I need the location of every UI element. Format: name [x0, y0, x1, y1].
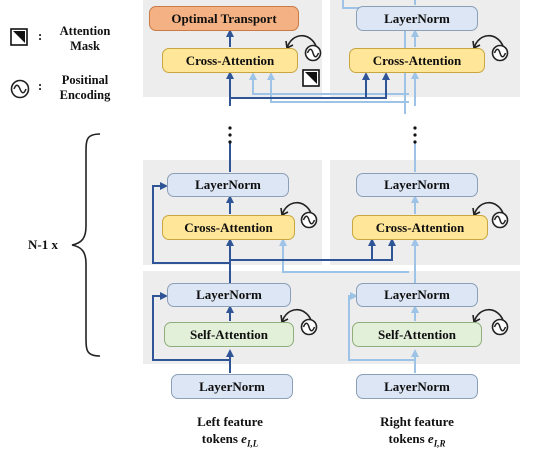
right-input-subscript: I,R: [433, 438, 446, 449]
left-input-layernorm: LayerNorm: [171, 374, 293, 399]
optimal-transport-block: Optimal Transport: [149, 6, 299, 31]
left-input-label: Left feature tokens eI,L: [160, 413, 300, 453]
legend-encoding-colon: :: [38, 79, 43, 93]
legend-attention-mask-icon: [10, 28, 28, 46]
right-self-layernorm: LayerNorm: [356, 283, 478, 307]
left-self-layernorm: LayerNorm: [167, 283, 291, 307]
right-input-label: Right feature tokens eI,R: [347, 413, 487, 453]
legend-positional-encoding-icon: [10, 79, 30, 99]
right-input-symbol: e: [427, 431, 434, 446]
right-self-attention: Self-Attention: [352, 322, 482, 347]
left-top-cross-attention: Cross-Attention: [162, 48, 298, 73]
right-input-layernorm: LayerNorm: [356, 374, 478, 399]
positional-encoding-icon: [304, 44, 322, 62]
positional-encoding-icon: [491, 44, 509, 62]
legend-mask-colon: :: [38, 29, 43, 43]
positional-encoding-icon: [300, 211, 318, 229]
right-mid-layernorm: LayerNorm: [356, 173, 478, 197]
repeat-label: N-1 x: [28, 237, 58, 252]
positional-encoding-icon: [300, 318, 318, 336]
left-input-line1: Left feature: [197, 414, 263, 429]
right-top-layernorm: LayerNorm: [356, 6, 478, 31]
legend-attention-mask-label: Attention Mask: [59, 24, 111, 53]
left-mid-layernorm: LayerNorm: [167, 173, 289, 197]
right-mid-cross-attention: Cross-Attention: [352, 215, 488, 240]
left-mid-cross-attention: Cross-Attention: [162, 215, 295, 240]
repeat-brace: [71, 133, 101, 357]
legend-positional-encoding-label: Positinal Encoding: [59, 73, 111, 102]
right-input-line2: tokens eI,R: [388, 431, 446, 449]
attention-mask-icon: [302, 69, 320, 87]
right-input-line1: Right feature: [380, 414, 454, 429]
left-input-symbol: e: [241, 431, 247, 446]
left-input-subscript: I,L: [246, 438, 259, 449]
positional-encoding-icon: [491, 211, 509, 229]
right-top-cross-attention: Cross-Attention: [349, 48, 485, 73]
left-self-attention: Self-Attention: [164, 322, 294, 347]
left-input-line2: tokens eI,L: [201, 431, 259, 449]
positional-encoding-icon: [491, 318, 509, 336]
